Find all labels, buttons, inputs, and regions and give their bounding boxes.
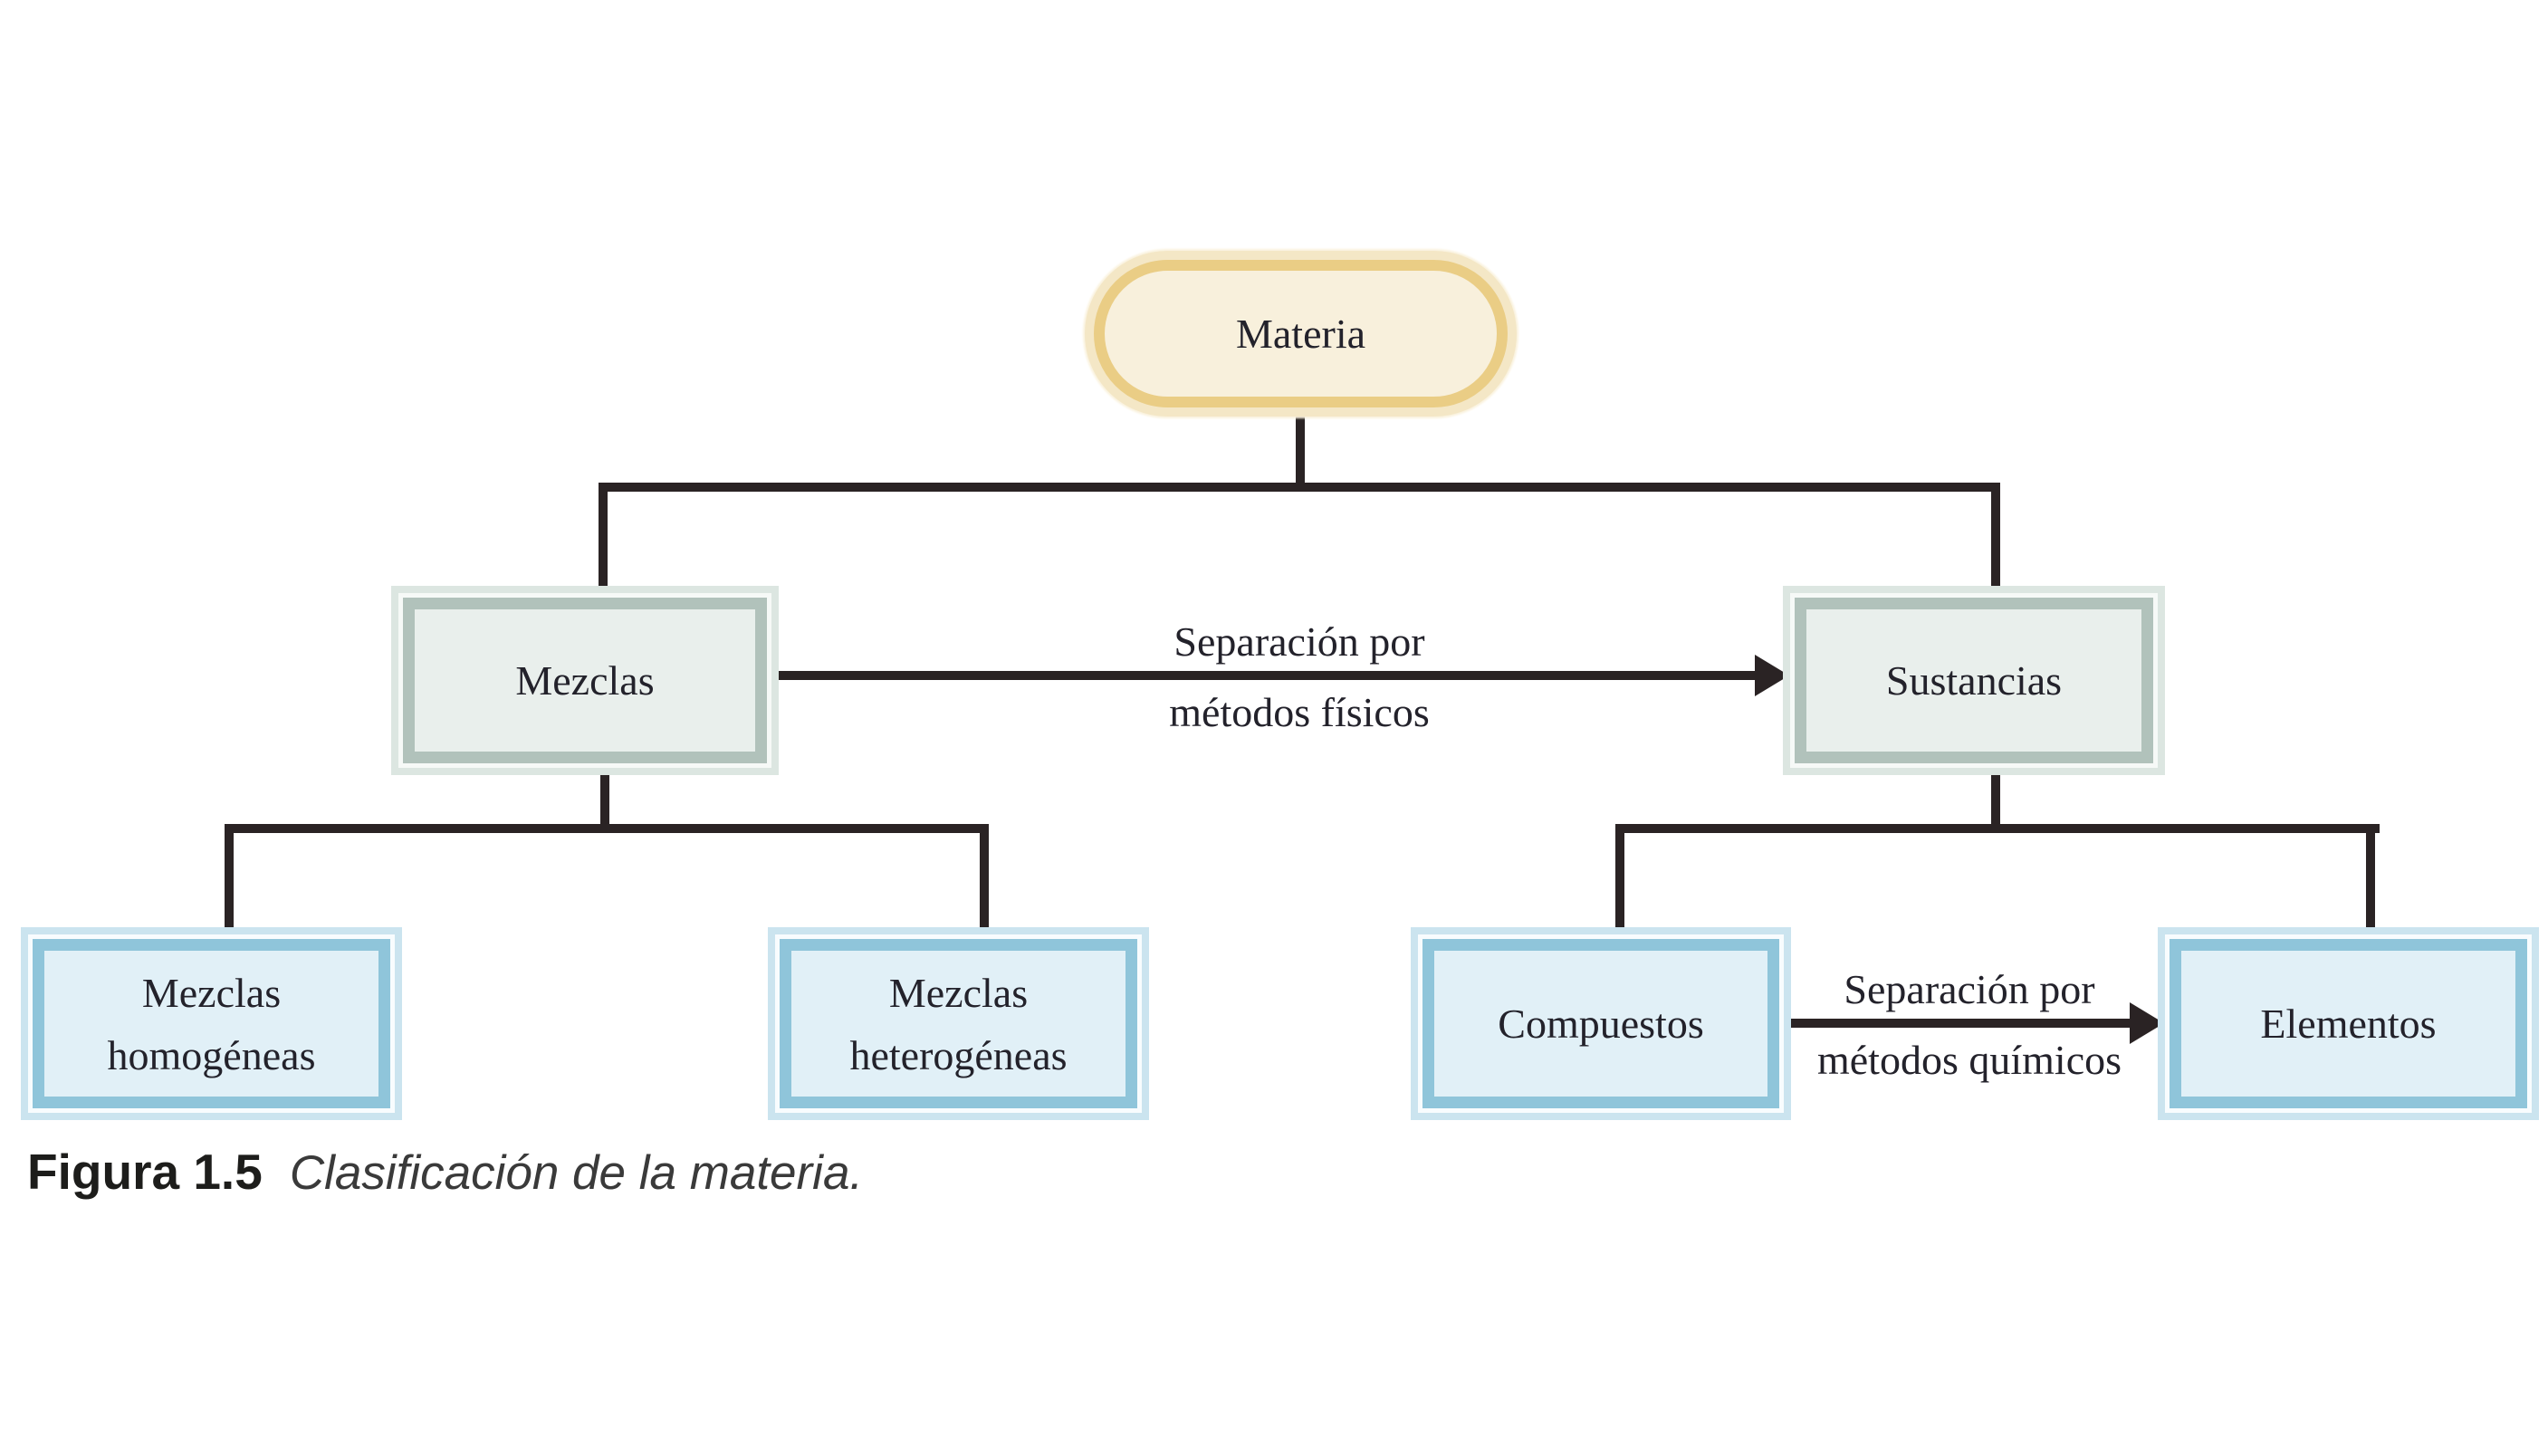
node-elementos-label: Elementos bbox=[2260, 1001, 2437, 1047]
edge-label-physical-line1: Separación por bbox=[1173, 618, 1425, 665]
edge-label-chemical-line1: Separación por bbox=[1844, 966, 2095, 1012]
connector-elementos-drop bbox=[2366, 824, 2375, 944]
node-materia-label: Materia bbox=[1235, 311, 1366, 357]
node-sustancias-label: Sustancias bbox=[1885, 657, 2063, 704]
connector-sustancias-horizontal bbox=[1615, 824, 2380, 833]
node-materia: Materia bbox=[1094, 260, 1508, 407]
connector-mezclas-stem bbox=[600, 761, 609, 833]
connector-sustancias-drop bbox=[1991, 483, 2000, 602]
connector-mezclas-horizontal bbox=[225, 824, 989, 833]
node-sustancias: Sustancias bbox=[1795, 598, 2153, 763]
arrow-physical-shaft bbox=[774, 671, 1757, 680]
node-mezclas-heterogeneas-label: Mezclas heterogéneas bbox=[849, 969, 1068, 1078]
arrow-right-icon bbox=[1755, 655, 1789, 696]
figure-caption: Figura 1.5 Clasificación de la materia. bbox=[27, 1143, 863, 1201]
node-compuestos: Compuestos bbox=[1422, 939, 1779, 1108]
connector-sustancias-stem bbox=[1991, 761, 2000, 833]
node-mezclas-label: Mezclas bbox=[515, 657, 655, 704]
node-mezclas-homogeneas: Mezclas homogéneas bbox=[33, 939, 390, 1108]
figure-caption-text: Clasificación de la materia. bbox=[289, 1146, 864, 1200]
connector-heterogeneas-drop bbox=[980, 824, 989, 944]
arrow-chemical-shaft bbox=[1786, 1019, 2134, 1028]
node-elementos: Elementos bbox=[2170, 939, 2527, 1108]
connector-homogeneas-drop bbox=[225, 824, 234, 944]
node-mezclas-heterogeneas: Mezclas heterogéneas bbox=[780, 939, 1137, 1108]
figure-caption-number: Figura 1.5 bbox=[27, 1144, 263, 1200]
connector-level2-horizontal bbox=[599, 483, 2000, 492]
node-mezclas: Mezclas bbox=[403, 598, 767, 763]
node-compuestos-label: Compuestos bbox=[1498, 1001, 1704, 1047]
connector-materia-stem bbox=[1296, 406, 1305, 492]
arrow-right-icon bbox=[2130, 1002, 2164, 1044]
edge-label-chemical-line2: métodos químicos bbox=[1816, 1037, 2122, 1083]
connector-mezclas-drop bbox=[599, 483, 608, 602]
edge-label-physical-line2: métodos físicos bbox=[1169, 689, 1430, 735]
node-mezclas-homogeneas-label: Mezclas homogéneas bbox=[107, 969, 316, 1078]
connector-compuestos-drop bbox=[1615, 824, 1624, 944]
